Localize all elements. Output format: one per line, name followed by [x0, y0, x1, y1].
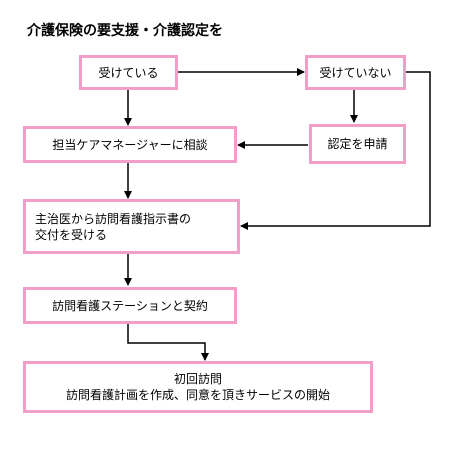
- node-first-visit-line2: 訪問看護計画を作成、同意を頂きサービスの開始: [65, 388, 330, 402]
- node-consult-label: 担当ケアマネージャーに相談: [52, 137, 208, 152]
- node-instruction-line1: 主治医から訪問看護指示書の: [35, 211, 192, 226]
- node-received-label: 受けている: [98, 65, 159, 80]
- node-not-received: 受けていない: [305, 55, 406, 90]
- node-first-visit-line1: 初回訪問: [173, 372, 222, 386]
- arrow-not-received-to-instruction: [240, 71, 431, 230]
- node-first-visit: 初回訪問 訪問看護計画を作成、同意を頂きサービスの開始: [23, 361, 373, 413]
- node-apply-label: 認定を申請: [327, 137, 388, 151]
- node-instruction: 主治医から訪問看護指示書の 交付を受ける: [23, 199, 240, 254]
- node-contract: 訪問看護ステーションと契約: [23, 287, 237, 324]
- arrow-contract-to-first-visit: [127, 324, 209, 361]
- node-contract-label: 訪問看護ステーションと契約: [52, 298, 208, 313]
- node-instruction-line2: 交付を受ける: [35, 227, 108, 242]
- node-received: 受けている: [79, 55, 178, 90]
- node-apply: 認定を申請: [309, 124, 406, 164]
- diagram-title: 介護保険の要支援・介護認定を: [27, 23, 223, 39]
- node-consult: 担当ケアマネージャーに相談: [23, 126, 237, 163]
- node-not-received-label: 受けていない: [319, 65, 392, 80]
